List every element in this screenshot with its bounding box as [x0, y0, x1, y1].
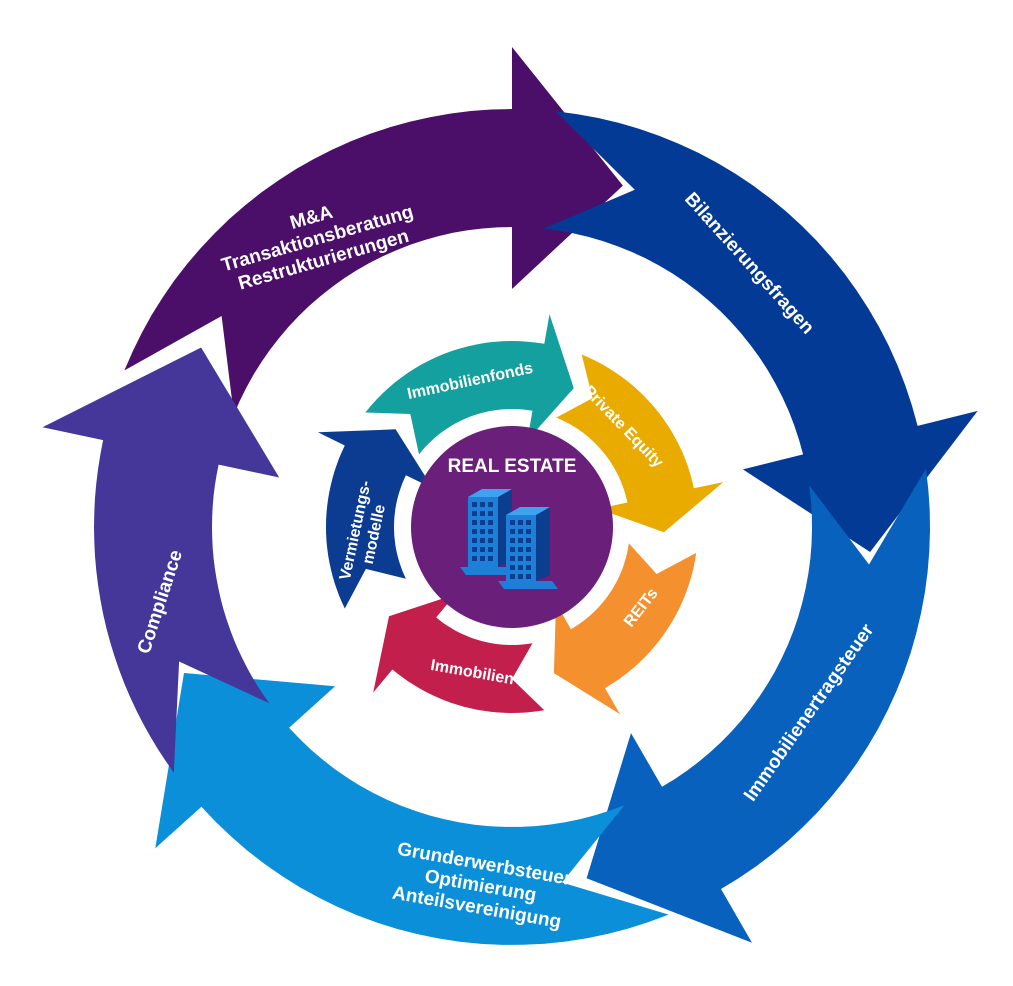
- outer-arrow-grunderwerb: [155, 673, 669, 945]
- inner-arrow-ags: [373, 594, 545, 713]
- building-left: [460, 489, 520, 575]
- outer-arrow-compliance: [42, 347, 280, 773]
- inner-arrow-reits: [553, 543, 697, 715]
- inner-arrow-fonds: [365, 314, 574, 455]
- outer-arrow-ertrag: [586, 468, 930, 943]
- outer-ring: M&ATransaktionsberatungRestrukturierunge…: [42, 47, 978, 945]
- outer-arrow-ma: [124, 47, 623, 415]
- center-title: REAL ESTATE: [448, 456, 577, 477]
- inner-arrow-pe: [556, 354, 724, 533]
- outer-arrow-bilanz: [543, 111, 978, 553]
- center-hub: REAL ESTATE: [411, 426, 613, 628]
- office-buildings-icon: [460, 489, 558, 589]
- building-right: [498, 507, 558, 589]
- inner-arrow-vermietung: [317, 429, 433, 609]
